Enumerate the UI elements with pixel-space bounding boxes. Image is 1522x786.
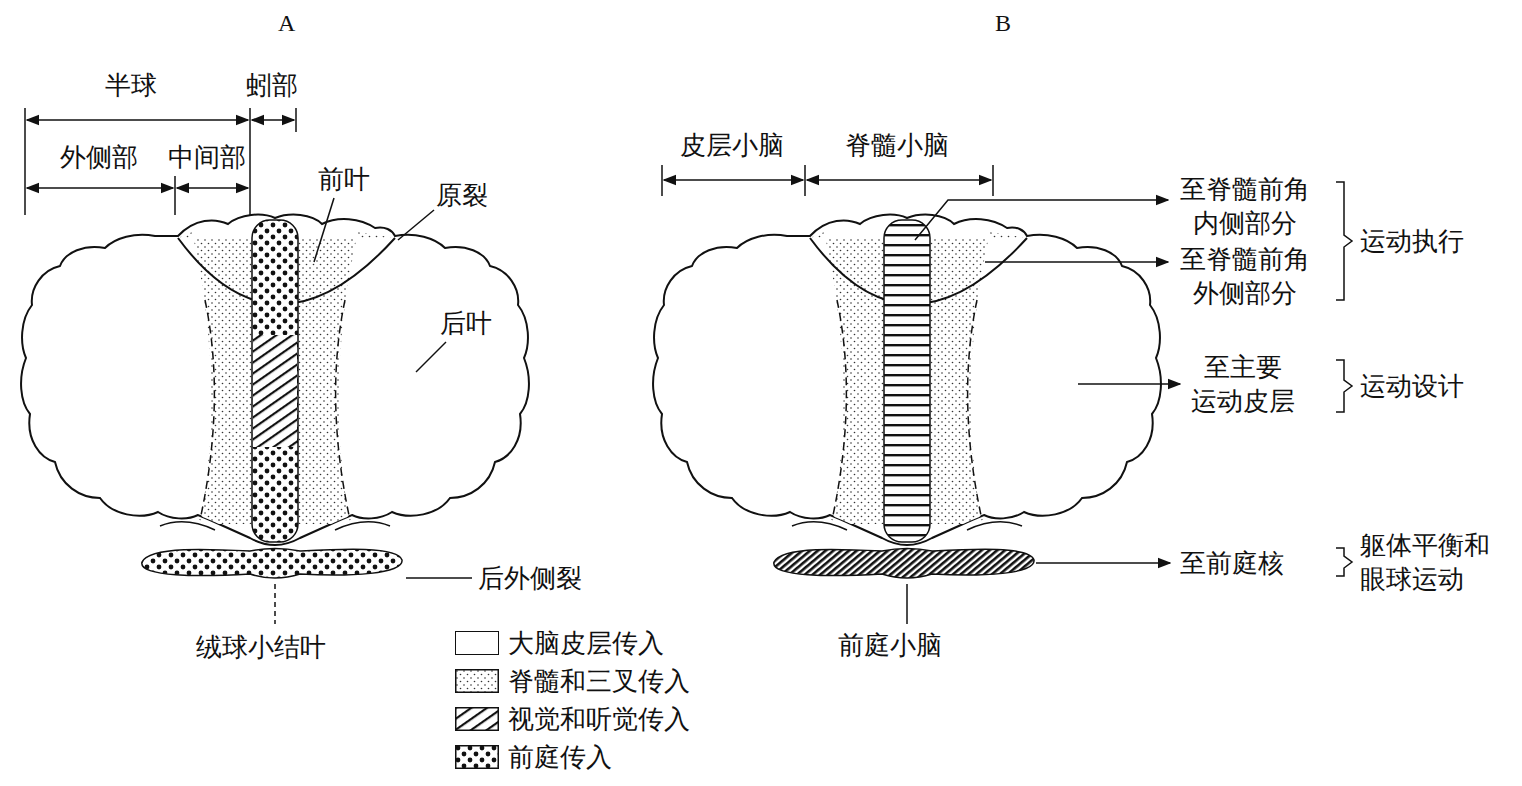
part-name: 外侧部 (60, 140, 138, 174)
function-note: 运动设计 (1360, 369, 1464, 403)
output-note: 至主要 运动皮层 (1190, 350, 1297, 418)
part-name: 蚓部 (246, 68, 298, 102)
legend-swatch (455, 707, 499, 731)
legend-text: 脊髓和三叉传入 (508, 664, 690, 698)
panel-letter: B (995, 6, 1011, 40)
legend-text: 前庭传入 (508, 740, 612, 774)
part-name: 原裂 (436, 178, 488, 212)
function-note: 运动执行 (1360, 224, 1464, 258)
legend-swatch (455, 631, 499, 655)
legend-swatch (455, 669, 499, 693)
legend-swatch (455, 745, 499, 769)
part-name: 半球 (105, 68, 157, 102)
panel-a (21, 108, 529, 624)
function-note: 躯体平衡和 眼球运动 (1360, 528, 1498, 596)
panel-b-lines (662, 165, 1352, 624)
part-name: 皮层小脑 (680, 128, 784, 162)
part-name: 中间部 (168, 140, 246, 174)
panel-b (653, 215, 1161, 578)
part-name: 后叶 (440, 306, 492, 340)
panel-letter: A (278, 6, 295, 40)
legend-text: 视觉和听觉传入 (508, 702, 690, 736)
output-note: 至前庭核 (1180, 546, 1284, 580)
part-name: 后外侧裂 (478, 561, 582, 595)
output-note: 至脊髓前角 外侧部分 (1176, 242, 1314, 310)
output-note: 至脊髓前角 内侧部分 (1176, 172, 1314, 240)
part-name: 脊髓小脑 (845, 128, 949, 162)
part-name: 前庭小脑 (838, 628, 942, 662)
part-name: 前叶 (318, 162, 370, 196)
part-name: 绒球小结叶 (196, 630, 326, 664)
legend-text: 大脑皮层传入 (508, 626, 664, 660)
